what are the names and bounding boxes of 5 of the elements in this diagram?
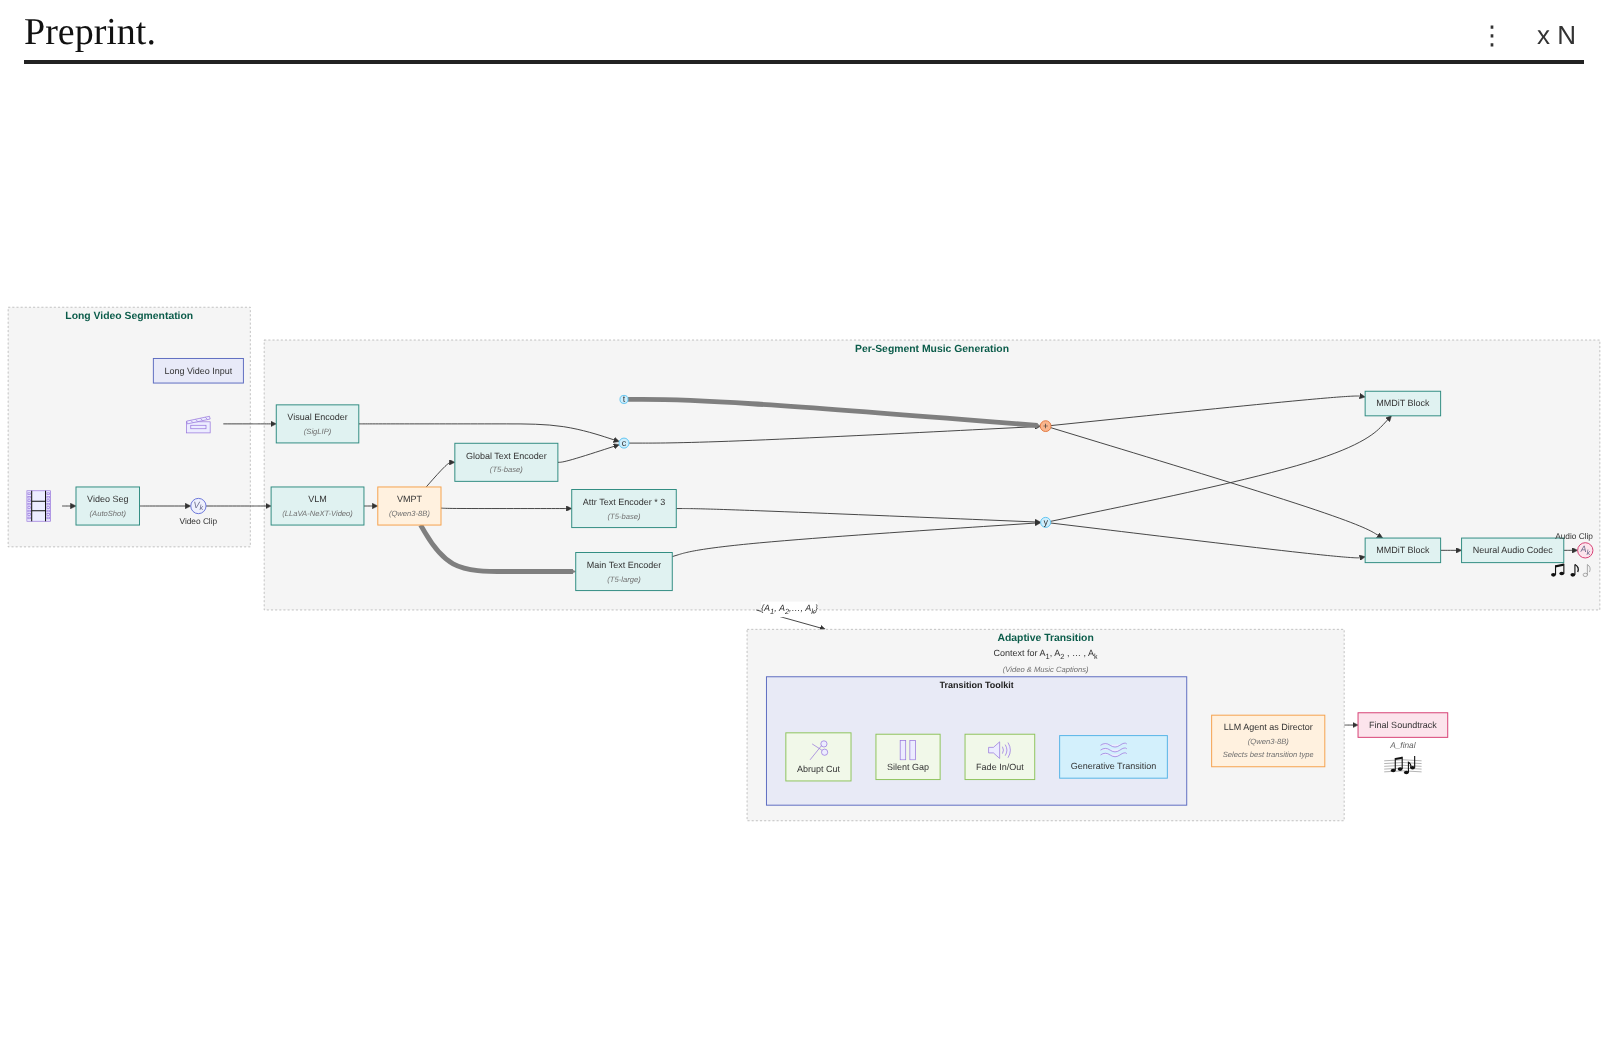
running-header: Preprint. <box>24 12 156 54</box>
vertical-ellipsis: ⋮ <box>1479 20 1505 52</box>
arrow <box>628 396 1041 429</box>
repeat-count: x N <box>1537 20 1576 52</box>
arrow <box>418 523 576 575</box>
